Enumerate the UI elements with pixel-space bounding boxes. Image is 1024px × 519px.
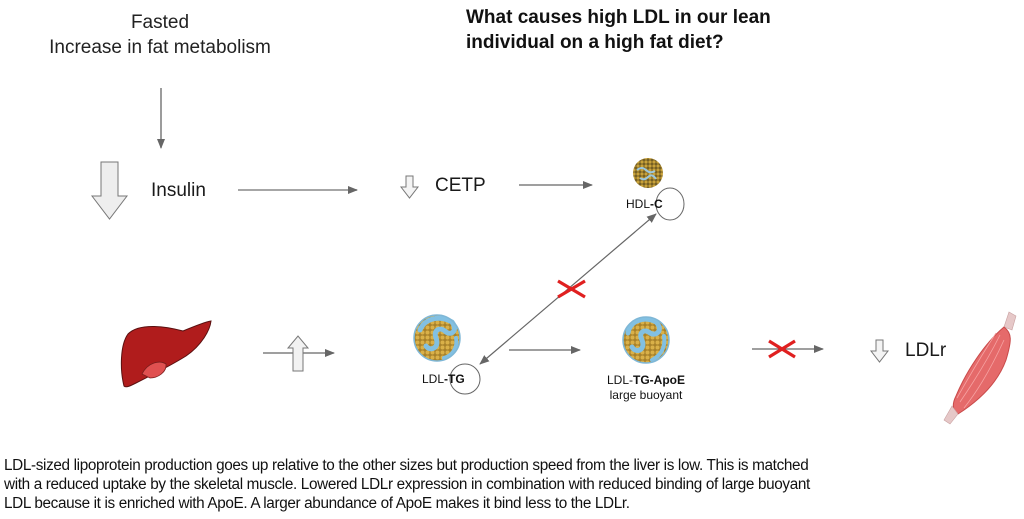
caption-line-3: LDL because it is enriched with ApoE. A … (4, 495, 630, 512)
insulin-down-arrow-icon (90, 161, 129, 220)
ldl-tg-highlight-circle (449, 363, 481, 395)
explanation-caption: LDL-sized lipoprotein production goes up… (4, 456, 1024, 513)
block-x-icon-hdl-exchange (557, 279, 586, 299)
fasted-line-2: Increase in fat metabolism (49, 37, 271, 58)
production-up-arrow-icon (286, 335, 310, 372)
insulin-label: Insulin (151, 180, 206, 201)
hdl-particle-icon (633, 158, 663, 188)
hdl-c-highlight-circle (655, 187, 685, 221)
arrow-ldltg-hdl-bidirectional (479, 213, 657, 365)
ldl-tg-particle-icon (413, 314, 461, 362)
title-line-2: individual on a high fat diet? (466, 32, 724, 53)
block-x-icon-ldlr-binding (768, 339, 796, 359)
ldl-tg-apoe-label-suffix: TG-ApoE (633, 373, 685, 387)
skeletal-muscle-icon (943, 311, 1017, 425)
ldl-tg-label-suffix: -TG (444, 372, 465, 386)
fasted-line-1: Fasted (130, 12, 190, 33)
liver-icon (120, 320, 212, 388)
fasted-label: Fasted Increase in fat metabolism (0, 10, 320, 60)
ldl-tg-apoe-sublabel: large buoyant (609, 388, 683, 402)
hdl-label-suffix: -C (650, 197, 663, 211)
cetp-label: CETP (435, 175, 486, 196)
ldl-tg-apoe-label: LDL-TG-ApoE large buoyant (596, 373, 696, 403)
ldl-tg-apoe-label-prefix: LDL- (606, 373, 633, 387)
ldl-tg-label: LDL-TG (422, 372, 465, 386)
ldl-tg-label-prefix: LDL (422, 372, 445, 386)
cetp-down-arrow-icon (399, 175, 420, 199)
diagram-question-title: What causes high LDL in our lean individ… (466, 5, 771, 55)
title-line-1: What causes high LDL in our lean (466, 7, 771, 28)
ldlr-label: LDLr (905, 340, 947, 361)
ldlr-down-arrow-icon (869, 339, 890, 363)
caption-line-1: LDL-sized lipoprotein production goes up… (4, 457, 809, 474)
ldl-tg-apoe-particle-icon (622, 316, 670, 364)
hdl-label-prefix: HDL (626, 197, 651, 211)
caption-line-2: with a reduced uptake by the skeletal mu… (4, 476, 810, 493)
hdl-c-label: HDL-C (626, 197, 663, 211)
